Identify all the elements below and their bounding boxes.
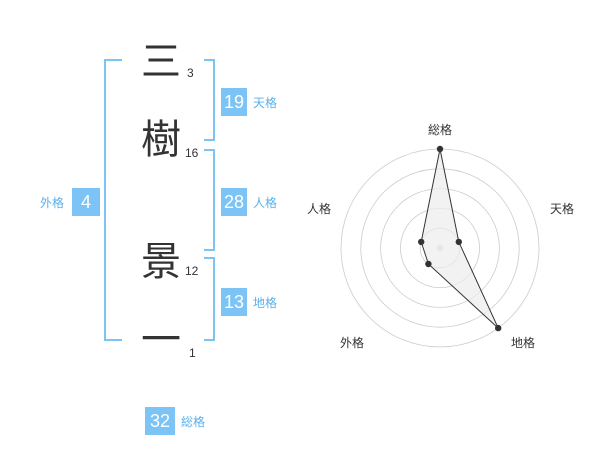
- tenkaku-bracket: [204, 59, 215, 141]
- radar-axis-label-tenkaku: 天格: [550, 202, 575, 216]
- radar-point-4: [425, 260, 432, 268]
- jinkaku-badge: 28: [221, 188, 247, 216]
- stroke-count-2: 16: [185, 146, 199, 160]
- soukaku-label: 総格: [181, 415, 206, 429]
- name-char-1: 三: [141, 39, 181, 85]
- chikaku-badge: 13: [221, 288, 247, 316]
- radar-axis-label-chikaku: 地格: [511, 336, 536, 350]
- tenkaku-label: 天格: [253, 96, 278, 110]
- stroke-count-3: 12: [185, 264, 199, 278]
- chikaku-label: 地格: [253, 296, 278, 310]
- radar-point-1: [436, 145, 444, 153]
- radar-point-3: [495, 324, 502, 332]
- radar-point-5: [418, 238, 425, 246]
- name-char-2: 樹: [141, 117, 181, 163]
- radar-axis-label-gaikaku: 外格: [340, 336, 365, 350]
- gaikaku-label: 外格: [40, 196, 65, 210]
- radar-axis-label-soukaku: 総格: [428, 123, 453, 137]
- gaikaku-bracket: [104, 59, 122, 341]
- chikaku-bracket: [204, 257, 215, 341]
- radar-point-2: [455, 238, 462, 246]
- stroke-count-4: 1: [189, 346, 196, 360]
- name-char-4: 一: [141, 317, 181, 363]
- name-char-3: 景: [141, 239, 181, 285]
- soukaku-badge: 32: [145, 407, 175, 435]
- radar-polygon: [420, 148, 499, 329]
- tenkaku-badge: 19: [221, 88, 247, 116]
- jinkaku-label: 人格: [253, 196, 278, 210]
- stroke-count-1: 3: [187, 66, 194, 80]
- jinkaku-bracket: [204, 149, 215, 251]
- radar-axis-label-jinkaku: 人格: [307, 202, 332, 216]
- gaikaku-badge: 4: [72, 188, 100, 216]
